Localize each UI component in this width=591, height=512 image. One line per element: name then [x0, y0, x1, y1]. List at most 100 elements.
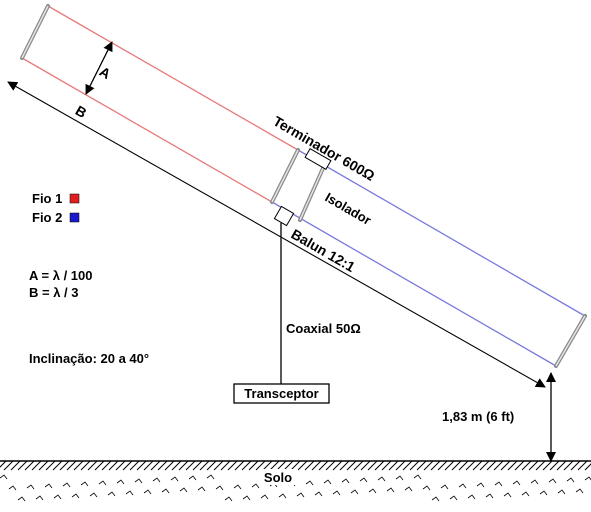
- soil-texture: [359, 477, 368, 483]
- ground-hatch: [255, 460, 266, 471]
- ground-hatch: [87, 460, 98, 471]
- ground-hatch: [423, 460, 434, 471]
- ground-hatch: [325, 460, 336, 471]
- soil-texture: [161, 488, 170, 494]
- ground-hatch: [339, 460, 350, 471]
- soil-texture: [404, 486, 413, 492]
- ground-hatch: [535, 460, 546, 471]
- ground-hatch: [395, 460, 406, 471]
- ground-hatch: [17, 460, 28, 471]
- soil-texture: [242, 495, 251, 501]
- ground-hatch: [416, 460, 427, 471]
- soil-texture: [188, 475, 197, 481]
- ground-surface: [0, 460, 591, 502]
- ground-hatch: [192, 460, 203, 471]
- ground-hatch: [129, 460, 140, 471]
- soil-texture: [530, 479, 539, 485]
- spreader-right-end-core: [555, 315, 586, 367]
- wire-1-lower-left: [21, 57, 273, 203]
- ground-hatch: [213, 460, 224, 471]
- soil-texture: [8, 485, 17, 491]
- soil-texture: [431, 496, 440, 502]
- soil-texture: [449, 495, 458, 501]
- ground-hatch: [563, 460, 574, 471]
- soil-texture: [440, 484, 449, 490]
- soil-texture: [485, 493, 494, 499]
- ground-hatch: [31, 460, 42, 471]
- soil-texture: [26, 484, 35, 490]
- ground-label: Solo: [264, 470, 292, 485]
- ground-hatch: [262, 460, 273, 471]
- soil-texture: [62, 482, 71, 488]
- soil-texture: [296, 492, 305, 498]
- ground-hatch: [465, 460, 476, 471]
- ground-hatch: [276, 460, 287, 471]
- soil-texture: [386, 487, 395, 493]
- soil-texture: [476, 482, 485, 488]
- soil-texture: [206, 474, 215, 480]
- ground-hatch: [241, 460, 252, 471]
- soil-texture: [458, 483, 467, 489]
- wire-2-lower-right: [271, 201, 557, 367]
- balun-box: [273, 205, 295, 227]
- balun-label: Balun 12:1: [289, 226, 358, 275]
- soil-texture: [17, 496, 26, 502]
- soil-texture: [314, 491, 323, 497]
- soil-texture: [233, 484, 242, 490]
- ground-hatch: [556, 460, 567, 471]
- ground-hatch: [73, 460, 84, 471]
- ground-hatch: [101, 460, 112, 471]
- soil-texture: [575, 488, 584, 494]
- ground-hatch: [577, 460, 588, 471]
- ground-hatch: [374, 460, 385, 471]
- ground-hatch: [584, 463, 591, 471]
- soil-texture: [566, 477, 575, 483]
- ground-hatch: [248, 460, 259, 471]
- ground-hatch: [157, 460, 168, 471]
- ground-hatch: [402, 460, 413, 471]
- ground-hatch: [437, 460, 448, 471]
- ground-hatch: [507, 460, 518, 471]
- ground-hatch: [346, 460, 357, 471]
- ground-hatch: [542, 460, 553, 471]
- soil-texture: [107, 491, 116, 497]
- wire-1-upper-left: [47, 5, 299, 151]
- ground-hatch: [318, 460, 329, 471]
- soil-texture: [152, 477, 161, 483]
- ground-label-bg: [258, 469, 298, 485]
- ground-hatch: [472, 460, 483, 471]
- soil-texture: [413, 474, 422, 480]
- ground-hatch: [570, 460, 581, 471]
- soil-texture: [116, 479, 125, 485]
- soil-texture: [0, 474, 8, 480]
- ground-hatch: [528, 460, 539, 471]
- ground-hatch: [171, 460, 182, 471]
- ground-hatch: [178, 460, 189, 471]
- ground-hatch: [220, 460, 231, 471]
- ground-hatch: [332, 460, 343, 471]
- soil-texture: [224, 496, 233, 502]
- insulator-rod-core: [299, 165, 325, 221]
- wire-2-upper-right: [297, 149, 586, 317]
- ground-hatch: [353, 460, 364, 471]
- ground-hatch: [304, 460, 315, 471]
- soil-texture: [89, 492, 98, 498]
- ground-hatch: [311, 460, 322, 471]
- legend-wire-1-label: Fio 1: [32, 191, 62, 206]
- legend-wire-2-swatch: [69, 212, 80, 223]
- transceiver-box: Transceptor: [233, 383, 330, 404]
- ground-hatch: [38, 460, 49, 471]
- insulator-label: Isolador: [323, 190, 374, 228]
- ground-hatch: [164, 460, 175, 471]
- ground-hatch: [0, 460, 7, 468]
- ground-hatch: [52, 460, 63, 471]
- soil-texture: [341, 478, 350, 484]
- ground-hatch: [122, 460, 133, 471]
- ground-hatch: [409, 460, 420, 471]
- soil-texture: [539, 490, 548, 496]
- ground-hatch: [234, 460, 245, 471]
- ground-hatch: [479, 460, 490, 471]
- ground-hatch: [367, 460, 378, 471]
- soil-texture: [494, 481, 503, 487]
- soil-texture: [98, 480, 107, 486]
